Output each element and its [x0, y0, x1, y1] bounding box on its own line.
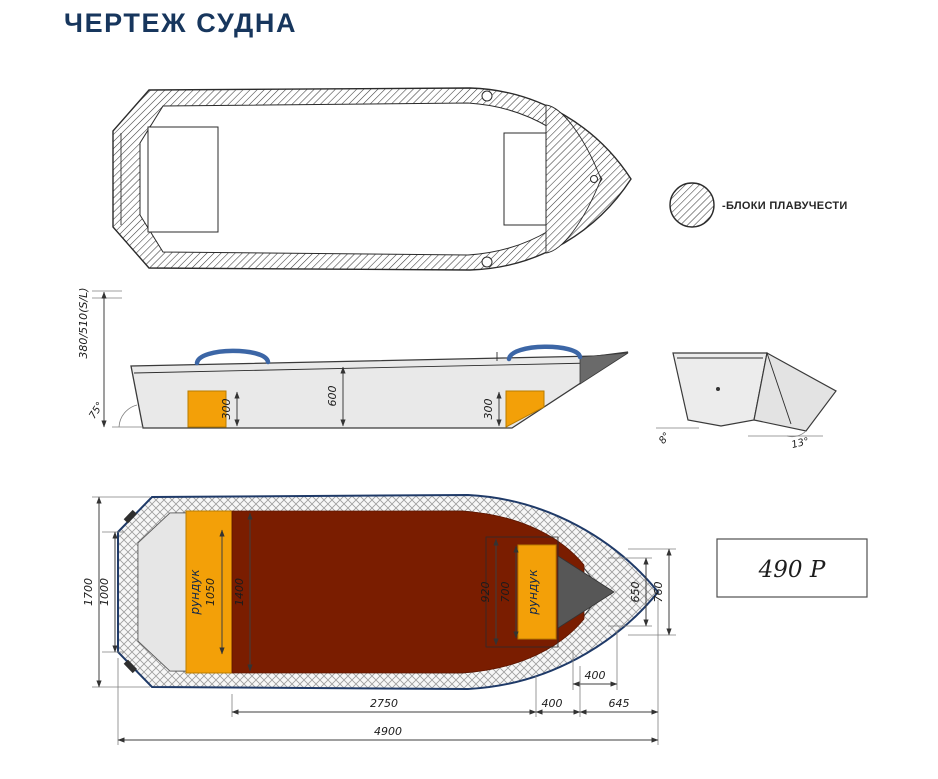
locker-bow: [517, 544, 557, 640]
dim-depth-380-510: 380/510(S/L): [77, 287, 122, 428]
dim-label-2750: 2750: [370, 697, 398, 710]
dim-label-cockpit-width: 1400: [233, 578, 246, 606]
top-deck-area: [139, 102, 603, 256]
grab-rail-right: [506, 344, 583, 362]
flotation-seat-right: [505, 390, 545, 428]
dim-label-400-upper: 400: [585, 669, 606, 682]
aft-deck-area: [137, 512, 187, 672]
grab-rail-left: [194, 348, 271, 366]
dim-transom-angle: 13°: [748, 430, 823, 451]
dim-seat-right-height: 300: [482, 391, 502, 427]
angle-arc: [786, 430, 807, 437]
bow-cone-shaded: [579, 352, 629, 385]
dim-label-mid-depth: 600: [326, 386, 339, 407]
dim-label-760: 760: [652, 582, 665, 603]
side-view: 380/510(S/L) 75° 600 300 300: [77, 287, 629, 429]
dim-label-bottom-angle: 8°: [657, 431, 673, 447]
dim-seat-left-height: 300: [220, 391, 240, 427]
stern-locker-box: [147, 126, 219, 233]
dim-label-4900: 4900: [374, 725, 402, 738]
transom-view: 8° 13°: [656, 352, 837, 451]
bow-flotation-block: [545, 104, 602, 254]
dim-label-seat-right: 300: [482, 399, 495, 420]
dim-beam-overall: 1700: [82, 496, 150, 688]
dim-aft-deck-inner: 700: [499, 545, 519, 639]
sheer-inner-line: [133, 362, 593, 374]
dim-aft-deck-width: 920: [479, 538, 499, 646]
dim-length-overall: 4900: [117, 658, 659, 745]
dim-bottom-angle: 8°: [656, 427, 699, 447]
dim-label-locker-width: 1050: [204, 578, 217, 606]
stern-fitting-bottom: [123, 659, 138, 674]
flotation-seat-left: [187, 390, 227, 428]
price-label: 490 Р: [758, 557, 826, 583]
dim-stem-angle: 75°: [88, 400, 143, 428]
dim-label-700: 700: [499, 582, 512, 603]
cleat-bottom: [481, 256, 493, 268]
legend: -БЛОКИ ПЛАВУЧЕСТИ: [669, 182, 848, 228]
flotation-swatch-icon: [669, 182, 715, 228]
locker-aft-label: рундук: [188, 569, 202, 616]
page-title: ЧЕРТЕЖ СУДНА: [64, 8, 298, 38]
dim-bow-width-inner: 650: [608, 557, 652, 627]
dim-label-beam: 1700: [82, 578, 95, 606]
thwart-seat: [503, 132, 547, 226]
dim-label-400-mid: 400: [542, 697, 563, 710]
dim-mid-seg: 400: [535, 666, 581, 717]
side-hull: [130, 351, 629, 429]
dim-label-stem-angle: 75°: [88, 400, 107, 421]
dim-label-645: 645: [609, 697, 630, 710]
dim-label-650: 650: [629, 582, 642, 603]
dim-bow-width-outer: 760: [628, 548, 676, 636]
dim-label-depth: 380/510(S/L): [77, 287, 90, 358]
bow-eye: [590, 175, 598, 183]
locker-bow-label: рундук: [526, 569, 540, 616]
dim-bow-deck-length: 645: [579, 600, 659, 745]
angle-arc: [118, 404, 138, 428]
bow-block: [557, 555, 615, 629]
legend-label: -БЛОКИ ПЛАВУЧЕСТИ: [722, 200, 848, 212]
dim-label-transom-angle: 13°: [790, 436, 810, 451]
dim-label-920: 920: [479, 582, 492, 603]
top-view: [112, 87, 632, 271]
transom-panel: [672, 352, 768, 427]
price-box: 490 Р: [716, 538, 868, 598]
transom-quarter-panel: [753, 352, 837, 432]
quarter-crease-line: [766, 352, 792, 425]
price-frame: [716, 538, 868, 598]
dim-locker-width: 1050: [204, 529, 225, 655]
cleat-top: [481, 90, 493, 102]
dim-label-transom-width: 1000: [98, 578, 111, 606]
dim-transom-width: 1000: [98, 531, 124, 653]
dim-cockpit-width: 1400: [233, 512, 253, 672]
plan-view: рундук рундук 1050 1700 1000 1400: [82, 493, 676, 745]
stern-fitting-top: [123, 509, 138, 524]
dim-label-seat-left: 300: [220, 399, 233, 420]
dim-mid-depth: 600: [326, 366, 346, 427]
transom-center-mark: [716, 387, 720, 391]
